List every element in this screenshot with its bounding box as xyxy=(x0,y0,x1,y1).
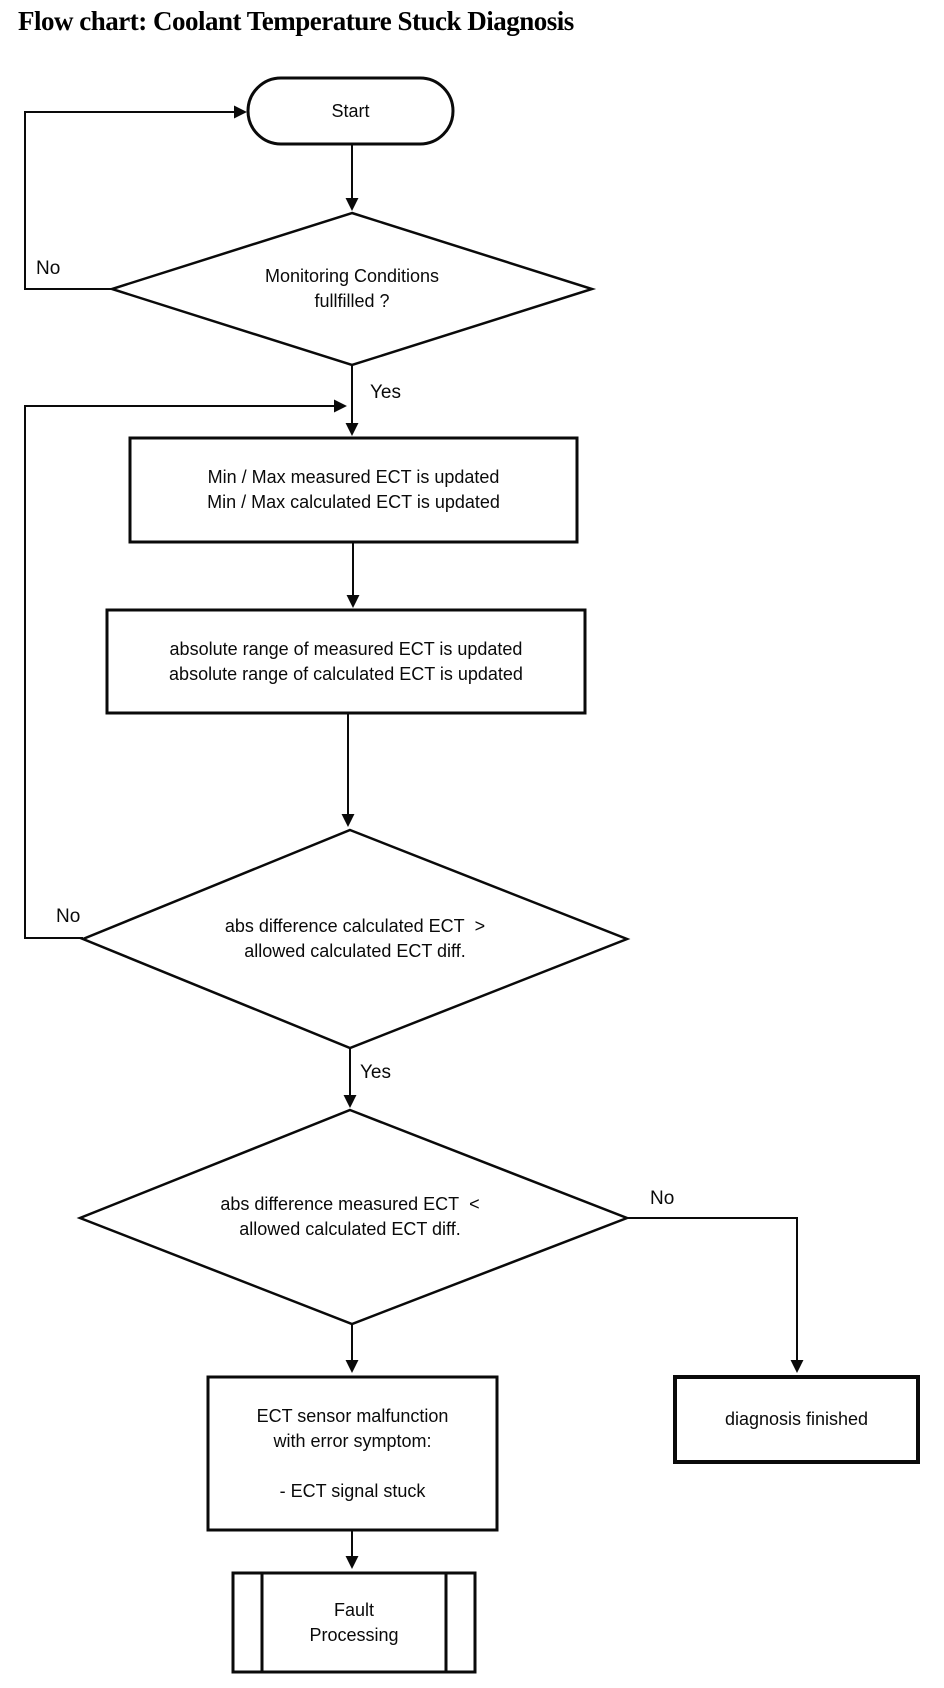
fault-processing-label: Fault Processing xyxy=(309,1599,399,1645)
diagnosis-finished-shape xyxy=(673,1375,920,1464)
update-range-label: absolute range of measured ECT is update… xyxy=(169,638,523,684)
monitoring-decision-shape xyxy=(107,211,597,367)
edge-calcdiff-no-loop xyxy=(24,399,347,939)
page-title: Flow chart: Coolant Temperature Stuck Di… xyxy=(18,6,574,36)
edge-measdiff-no xyxy=(627,1217,804,1373)
meas-diff-decision-shape xyxy=(76,1108,631,1326)
update-range-shape xyxy=(105,608,587,715)
edge-monitoring-no-loop xyxy=(24,105,247,290)
fault-processing-shape xyxy=(231,1571,477,1674)
edge-label-meas-diff-no: No xyxy=(650,1188,675,1209)
start-terminator-shape xyxy=(246,76,455,146)
calc-diff-decision-label: abs difference calculated ECT > allowed … xyxy=(224,916,486,961)
diagnosis-finished-label: diagnosis finished xyxy=(724,1409,869,1429)
meas-diff-decision-label: abs difference measured ECT < allowed ca… xyxy=(220,1194,480,1239)
calc-diff-decision-shape xyxy=(79,828,631,1050)
monitoring-decision-label: Monitoring Conditions fullfilled ? xyxy=(264,266,440,311)
start-label: Start xyxy=(331,100,370,121)
edge-label-calc-diff-yes: Yes xyxy=(360,1062,391,1083)
edge-label-monitoring-yes: Yes xyxy=(370,382,401,403)
edge-label-monitoring-no: No xyxy=(36,258,61,279)
malfunction-shape xyxy=(206,1375,499,1532)
edge-label-calc-diff-no: No xyxy=(56,906,81,927)
update-minmax-label: Min / Max measured ECT is updated Min / … xyxy=(207,467,500,512)
malfunction-label: ECT sensor malfunction with error sympto… xyxy=(256,1405,449,1501)
update-minmax-shape xyxy=(128,436,579,544)
